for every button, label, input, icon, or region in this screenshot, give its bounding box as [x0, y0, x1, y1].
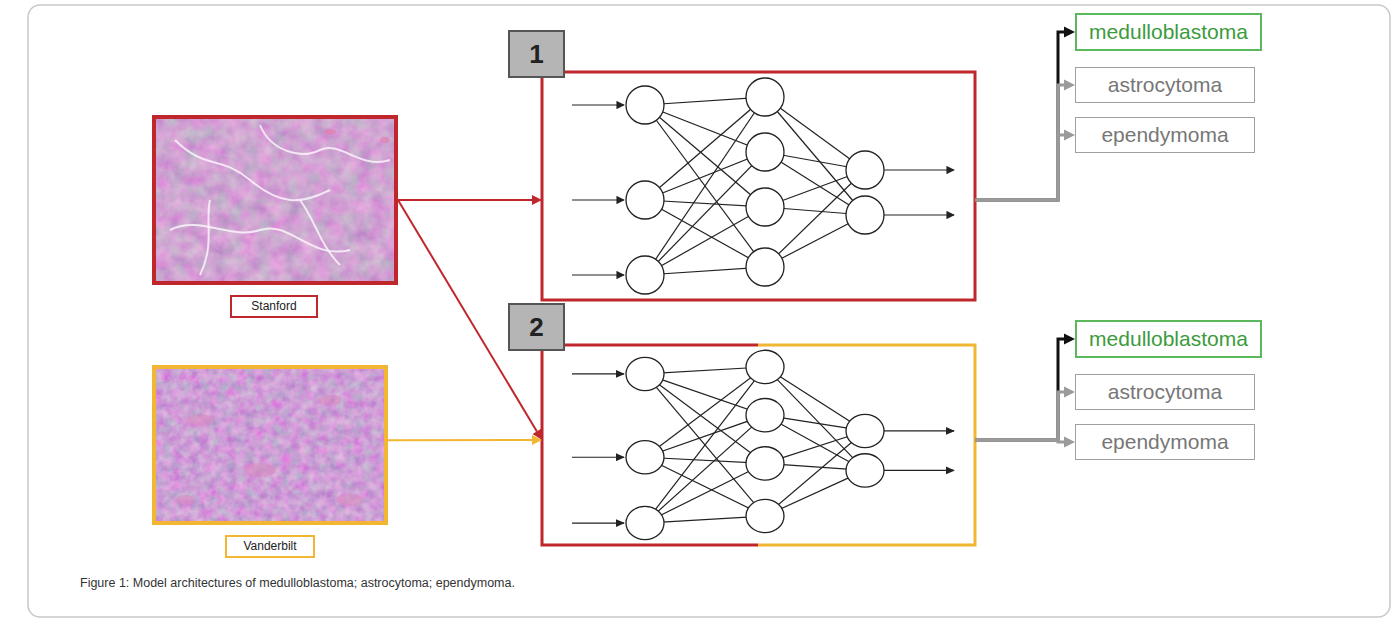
svg-ellipse: [380, 137, 390, 143]
svg-ellipse: [324, 129, 336, 135]
connector-line: [975, 392, 1064, 440]
class-box: medulloblastoma: [1075, 320, 1262, 358]
svg-ellipse: [186, 414, 214, 426]
arrowhead: [1064, 80, 1075, 91]
svg-rect: [152, 115, 398, 285]
arrowhead: [1064, 130, 1075, 141]
class-label: astrocytoma: [1108, 380, 1222, 404]
connector: [975, 130, 1075, 200]
source-label: Vanderbilt: [225, 535, 315, 558]
svg-ellipse: [318, 395, 342, 405]
callout-number: 1: [508, 30, 565, 78]
model-box: 2: [542, 345, 975, 545]
svg-ellipse: [336, 494, 364, 506]
svg-path: [170, 225, 350, 252]
svg-path: [260, 125, 390, 162]
class-box: ependymoma: [1075, 424, 1255, 460]
image-panel: Vanderbilt: [152, 365, 388, 525]
arrowhead: [1064, 27, 1075, 38]
svg-path: [200, 200, 210, 275]
connector-line: [398, 199, 532, 201]
svg-g: [175, 395, 364, 506]
connector: [975, 27, 1075, 200]
figure-caption: Figure 1: Model architectures of medullo…: [80, 576, 515, 590]
model-box: 1: [542, 72, 975, 300]
class-box: ependymoma: [1075, 117, 1255, 153]
arrowhead: [532, 435, 542, 445]
class-label: medulloblastoma: [1089, 20, 1248, 44]
class-box: astrocytoma: [1075, 374, 1255, 410]
callout-number: 2: [508, 303, 565, 351]
class-box: medulloblastoma: [1075, 13, 1262, 51]
connector: [975, 334, 1075, 441]
connector-line: [975, 85, 1064, 200]
arrowhead: [1064, 387, 1075, 398]
connector-line: [975, 339, 1064, 440]
connector: [975, 387, 1075, 441]
image-panel: Stanford: [152, 115, 398, 285]
neural-network: [572, 350, 954, 539]
class-label: medulloblastoma: [1089, 327, 1248, 351]
connector: [388, 435, 542, 445]
class-label: astrocytoma: [1108, 73, 1222, 97]
class-label: ependymoma: [1101, 430, 1228, 454]
connector-line: [975, 32, 1064, 200]
arrowhead: [1064, 437, 1075, 448]
class-box: astrocytoma: [1075, 67, 1255, 103]
connector: [398, 195, 542, 205]
svg-path: [300, 200, 340, 265]
arrowhead: [532, 195, 542, 205]
connector: [975, 80, 1075, 200]
svg-rect: [152, 365, 388, 525]
svg-ellipse: [175, 495, 195, 505]
source-label: Stanford: [230, 295, 318, 318]
stanford-histology: [152, 115, 398, 285]
figure-frame: [28, 5, 1390, 617]
connector-line: [975, 440, 1064, 442]
class-label: ependymoma: [1101, 123, 1228, 147]
model-outline: [542, 72, 975, 300]
svg-ellipse: [244, 463, 276, 477]
vanderbilt-histology: [152, 365, 388, 525]
neural-network: [572, 78, 954, 294]
connector: [975, 437, 1075, 448]
connector-line: [388, 439, 532, 441]
svg-g: [324, 129, 390, 143]
svg-g: [170, 125, 390, 275]
arrowhead: [1064, 334, 1075, 345]
svg-path: [175, 140, 330, 200]
connector-line: [975, 135, 1064, 200]
